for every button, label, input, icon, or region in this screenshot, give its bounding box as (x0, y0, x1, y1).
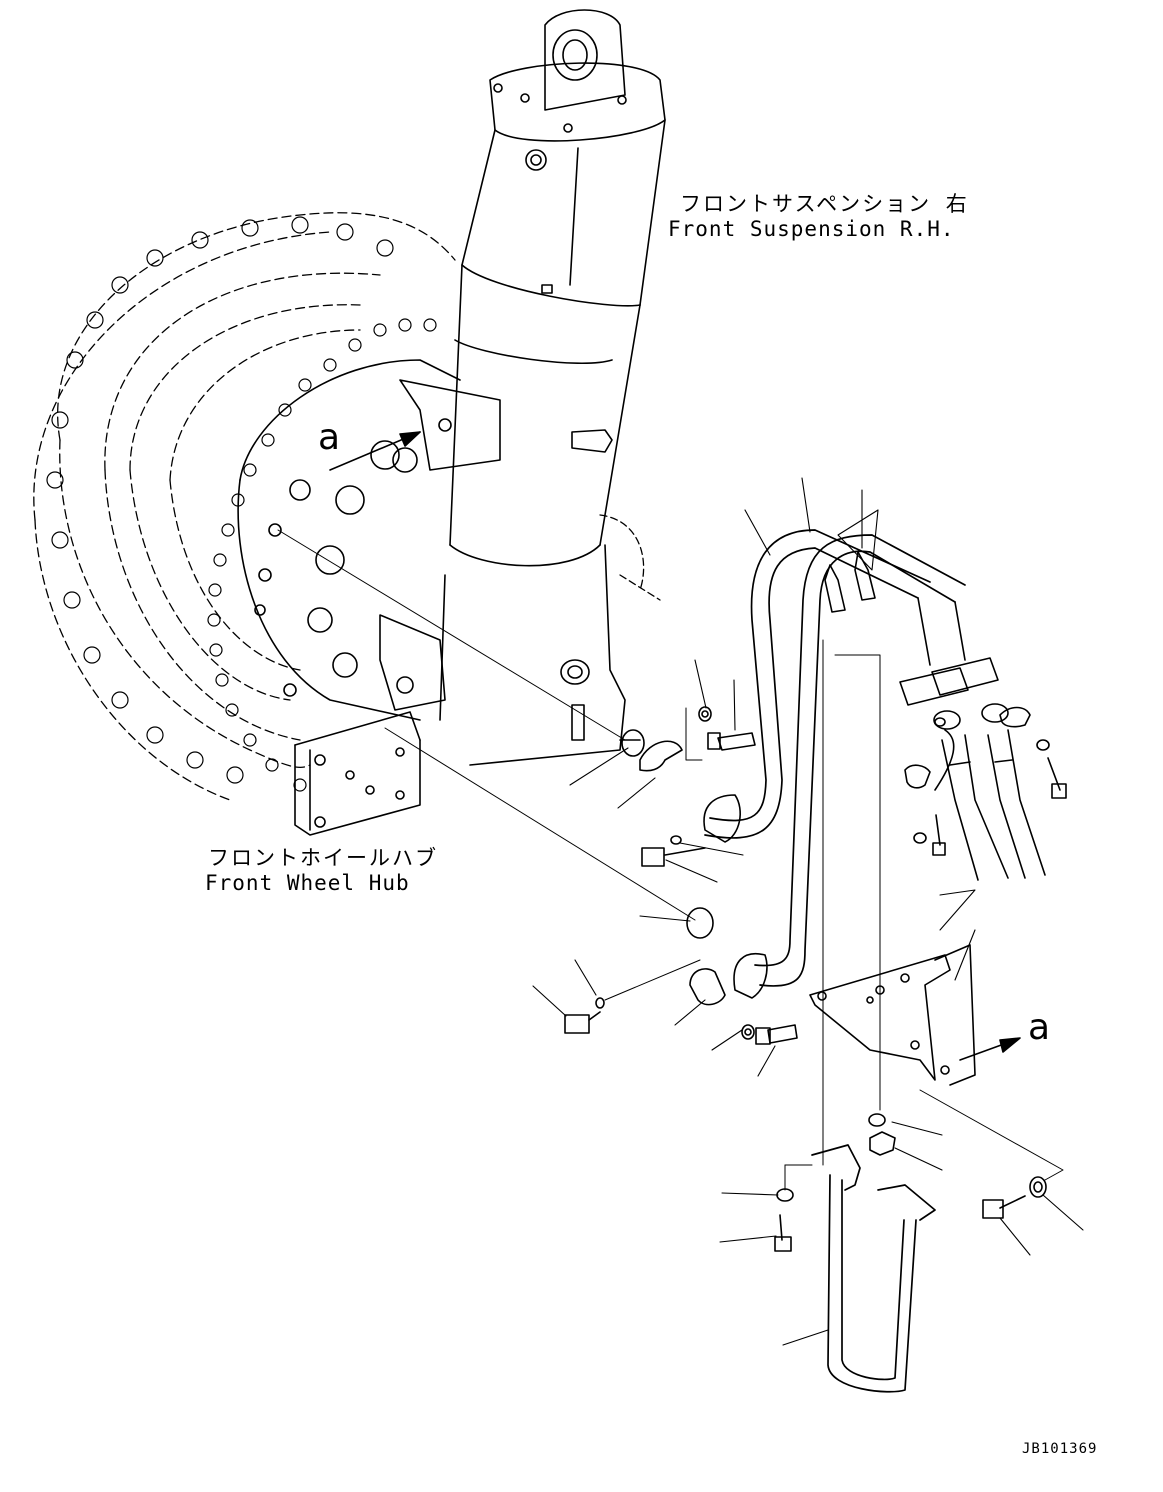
hydraulic-pipe-b (754, 534, 966, 987)
hydraulic-pipe-a (704, 529, 931, 839)
view-reference-a-lower: a (1028, 1007, 1051, 1048)
front-suspension-label-jp: フロントサスペンション 右 (680, 192, 969, 216)
pipe-flanges (703, 597, 999, 999)
front-suspension-label-en: Front Suspension R.H. (668, 217, 955, 241)
leader-lines (532, 477, 1084, 1346)
lower-u-bracket (811, 1144, 936, 1393)
view-arrows (329, 431, 1021, 1061)
front-wheel-hub-label-jp: フロントホイールハブ (208, 846, 438, 870)
steering-bracket (379, 379, 501, 711)
pipe-clamps (824, 551, 876, 613)
brake-caliper-block (294, 711, 421, 836)
drawing-code: JB101369 (1022, 1441, 1098, 1457)
hydraulic-hoses (933, 703, 1046, 881)
reference-lines (277, 529, 1064, 1191)
suspension-cylinder (439, 9, 666, 766)
hub-face (237, 359, 461, 721)
hub-inner-bolt-ring (207, 318, 437, 792)
support-brackets (809, 944, 976, 1086)
loose-hardware (564, 706, 1067, 1252)
wheel-rim-bolts (46, 216, 394, 784)
view-reference-a-upper: a (318, 417, 341, 458)
front-wheel-hub-label-en: Front Wheel Hub (205, 871, 410, 895)
cylinder-dashed-bracket (599, 514, 661, 601)
wheel-hub-outline (33, 212, 456, 801)
